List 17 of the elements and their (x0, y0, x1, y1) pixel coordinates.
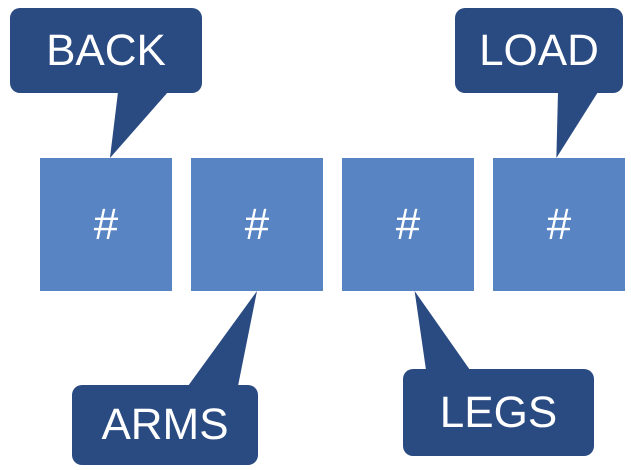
tile-label: # (396, 202, 420, 246)
callout-label: BACK (46, 28, 166, 72)
square-tile (493, 158, 625, 291)
callout-label: LOAD (479, 28, 599, 72)
callout-label: LEGS (440, 390, 558, 434)
callout-pointer (414, 291, 470, 370)
square-tile (342, 158, 474, 291)
callout-bubble (455, 8, 623, 93)
callout-pointer (188, 291, 257, 386)
callout-label: ARMS (101, 403, 229, 447)
tile-label: # (546, 202, 572, 246)
tile-label: # (244, 202, 270, 246)
square-tile (40, 158, 172, 291)
callout-pointer (556, 92, 598, 158)
square-tile (191, 158, 323, 291)
callout-pointer (110, 92, 168, 158)
tile-label: # (94, 202, 118, 246)
